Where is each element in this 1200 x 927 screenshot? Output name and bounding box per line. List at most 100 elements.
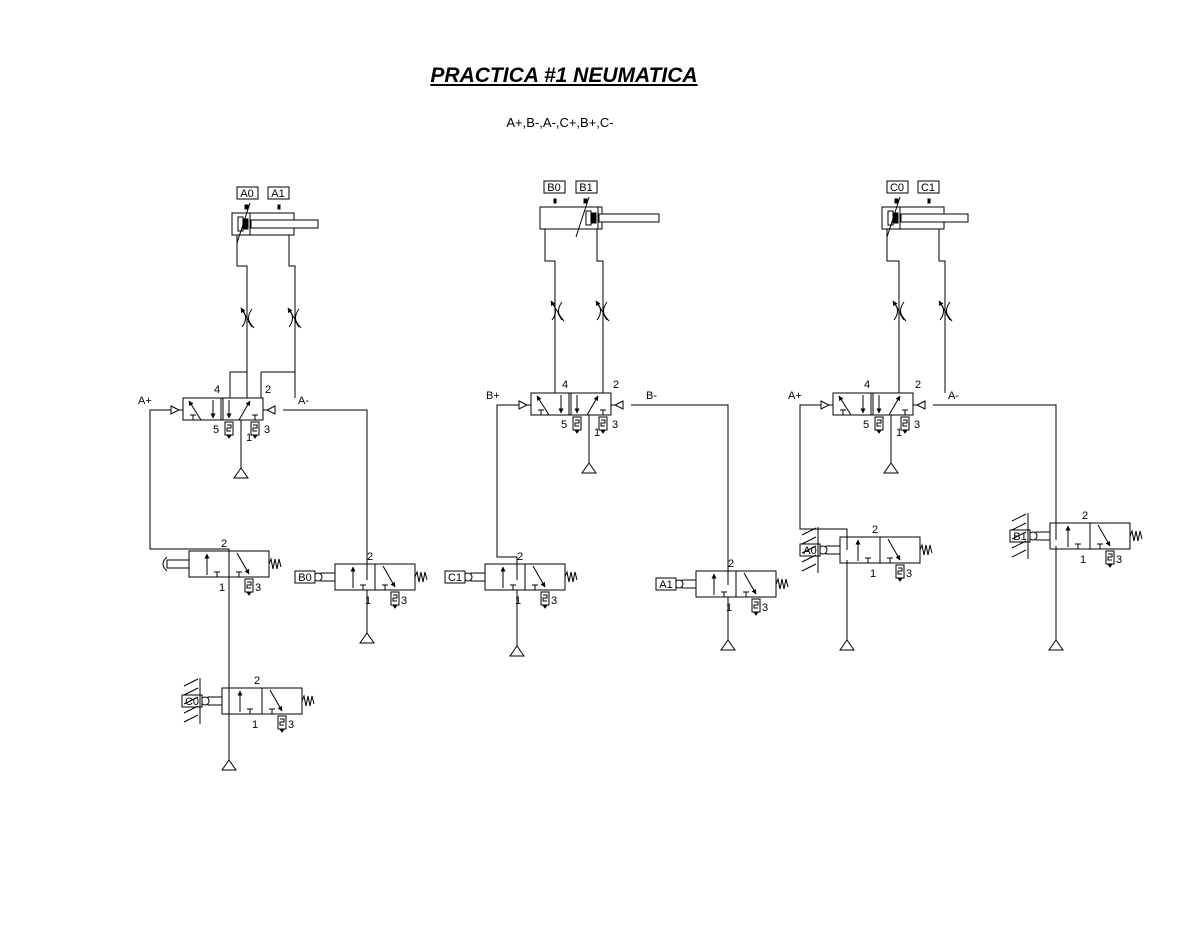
exhaust-silencer-icon	[390, 591, 400, 609]
port-label-1: 1	[1080, 554, 1086, 566]
pressure-source-icon	[359, 632, 375, 644]
exhaust-silencer-icon	[572, 416, 582, 434]
port-label-2: 2	[872, 524, 878, 536]
port-label-3: 3	[906, 568, 912, 580]
port-label-3: 3	[264, 424, 270, 436]
port-label-1: 1	[594, 427, 600, 439]
pilot-label-right: B-	[646, 390, 657, 402]
exhaust-silencer-icon	[540, 591, 550, 609]
sensor-label-text: C0	[890, 182, 904, 194]
pilot-label-right: A-	[298, 395, 309, 407]
port-label-1: 1	[896, 427, 902, 439]
flow-control-valve-icon	[240, 307, 255, 329]
sensor-label-c0: C0	[886, 180, 909, 194]
roller-label-b0: B0	[294, 570, 316, 584]
roller-label-c1: C1	[444, 570, 466, 584]
roller-actuator-icon	[313, 572, 336, 582]
pressure-source-icon	[581, 462, 597, 474]
roller-label-text: A1	[659, 579, 672, 591]
port-label-2: 2	[517, 551, 523, 563]
exhaust-silencer-icon	[244, 578, 254, 596]
pilot-label-left: B+	[486, 390, 500, 402]
port-label-1: 1	[365, 595, 371, 607]
exhaust-silencer-icon	[224, 421, 234, 439]
pressure-source-icon	[839, 639, 855, 651]
port-label-3: 3	[914, 419, 920, 431]
roller-label-b1: B1	[1009, 529, 1031, 543]
sensor-label-a1: A1	[267, 186, 290, 200]
flow-control-valve-icon	[550, 300, 565, 322]
exhaust-silencer-icon	[1105, 550, 1115, 568]
flow-control-valve-icon	[892, 300, 907, 322]
sensor-label-b0: B0	[543, 180, 566, 194]
spring-icon	[775, 577, 789, 590]
roller-actuator-icon	[463, 572, 486, 582]
pilot-signal-icon	[265, 405, 276, 415]
port-label-4: 4	[864, 379, 870, 391]
roller-label-a0: A0	[799, 543, 821, 557]
limit-valve-b1: 2 1 3 B1	[1009, 510, 1143, 568]
port-label-1: 1	[219, 582, 225, 594]
cylinder-b: B0 B1	[539, 180, 660, 238]
pilot-signal-icon	[170, 405, 181, 415]
fixed-mount-hatch-icon	[183, 678, 201, 724]
roller-actuator-icon	[674, 579, 697, 589]
sensor-label-text: B1	[579, 182, 592, 194]
sensor-label-b1: B1	[575, 180, 598, 194]
pressure-source-icon	[509, 645, 525, 657]
pilot-signal-icon	[915, 400, 926, 410]
pressure-source-icon	[233, 467, 249, 479]
title-text: PRACTICA #1 NEUMATICA	[430, 64, 698, 87]
pilot-label-left: A+	[788, 390, 802, 402]
flow-control-valve-icon	[938, 300, 953, 322]
spring-icon	[301, 694, 315, 707]
exhaust-silencer-icon	[250, 421, 260, 439]
spring-icon	[564, 570, 578, 583]
port-label-3: 3	[551, 595, 557, 607]
piston-magnet	[590, 212, 597, 224]
port-label-3: 3	[1116, 554, 1122, 566]
pressure-source-icon	[1048, 639, 1064, 651]
exhaust-silencer-icon	[895, 564, 905, 582]
sensor-label-text: A0	[240, 188, 253, 200]
port-label-4: 4	[562, 379, 568, 391]
pressure-source-icon	[221, 759, 237, 771]
flow-control-valve-icon	[287, 307, 302, 329]
pilot-label-right: A-	[948, 390, 959, 402]
port-label-2: 2	[254, 675, 260, 687]
roller-label-text: B0	[298, 572, 311, 584]
exhaust-silencer-icon	[751, 598, 761, 616]
pilot-signal-icon	[820, 400, 831, 410]
port-label-3: 3	[255, 582, 261, 594]
pressure-source-icon	[883, 462, 899, 474]
roller-label-text: A0	[803, 545, 816, 557]
exhaust-silencer-icon	[598, 416, 608, 434]
roller-label-a1: A1	[655, 577, 677, 591]
pressure-source-icon	[720, 639, 736, 651]
port-label-2: 2	[613, 379, 619, 391]
sequence-text: A+,B-,A-,C+,B+,C-	[506, 115, 614, 130]
port-label-2: 2	[1082, 510, 1088, 522]
port-label-1: 1	[515, 595, 521, 607]
pilot-signal-icon	[518, 400, 529, 410]
piston-magnet	[242, 218, 249, 230]
port-label-2: 2	[728, 558, 734, 570]
port-label-2: 2	[915, 379, 921, 391]
port-label-2: 2	[367, 551, 373, 563]
port-label-3: 3	[762, 602, 768, 614]
port-label-1: 1	[252, 719, 258, 731]
spring-icon	[268, 557, 282, 570]
roller-label-text: B1	[1013, 531, 1026, 543]
pushbutton-icon	[162, 556, 190, 572]
pilot-label-left: A+	[138, 395, 152, 407]
piston-magnet	[892, 212, 899, 224]
fixed-mount-hatch-icon	[1011, 513, 1029, 559]
spring-icon	[1129, 529, 1143, 542]
